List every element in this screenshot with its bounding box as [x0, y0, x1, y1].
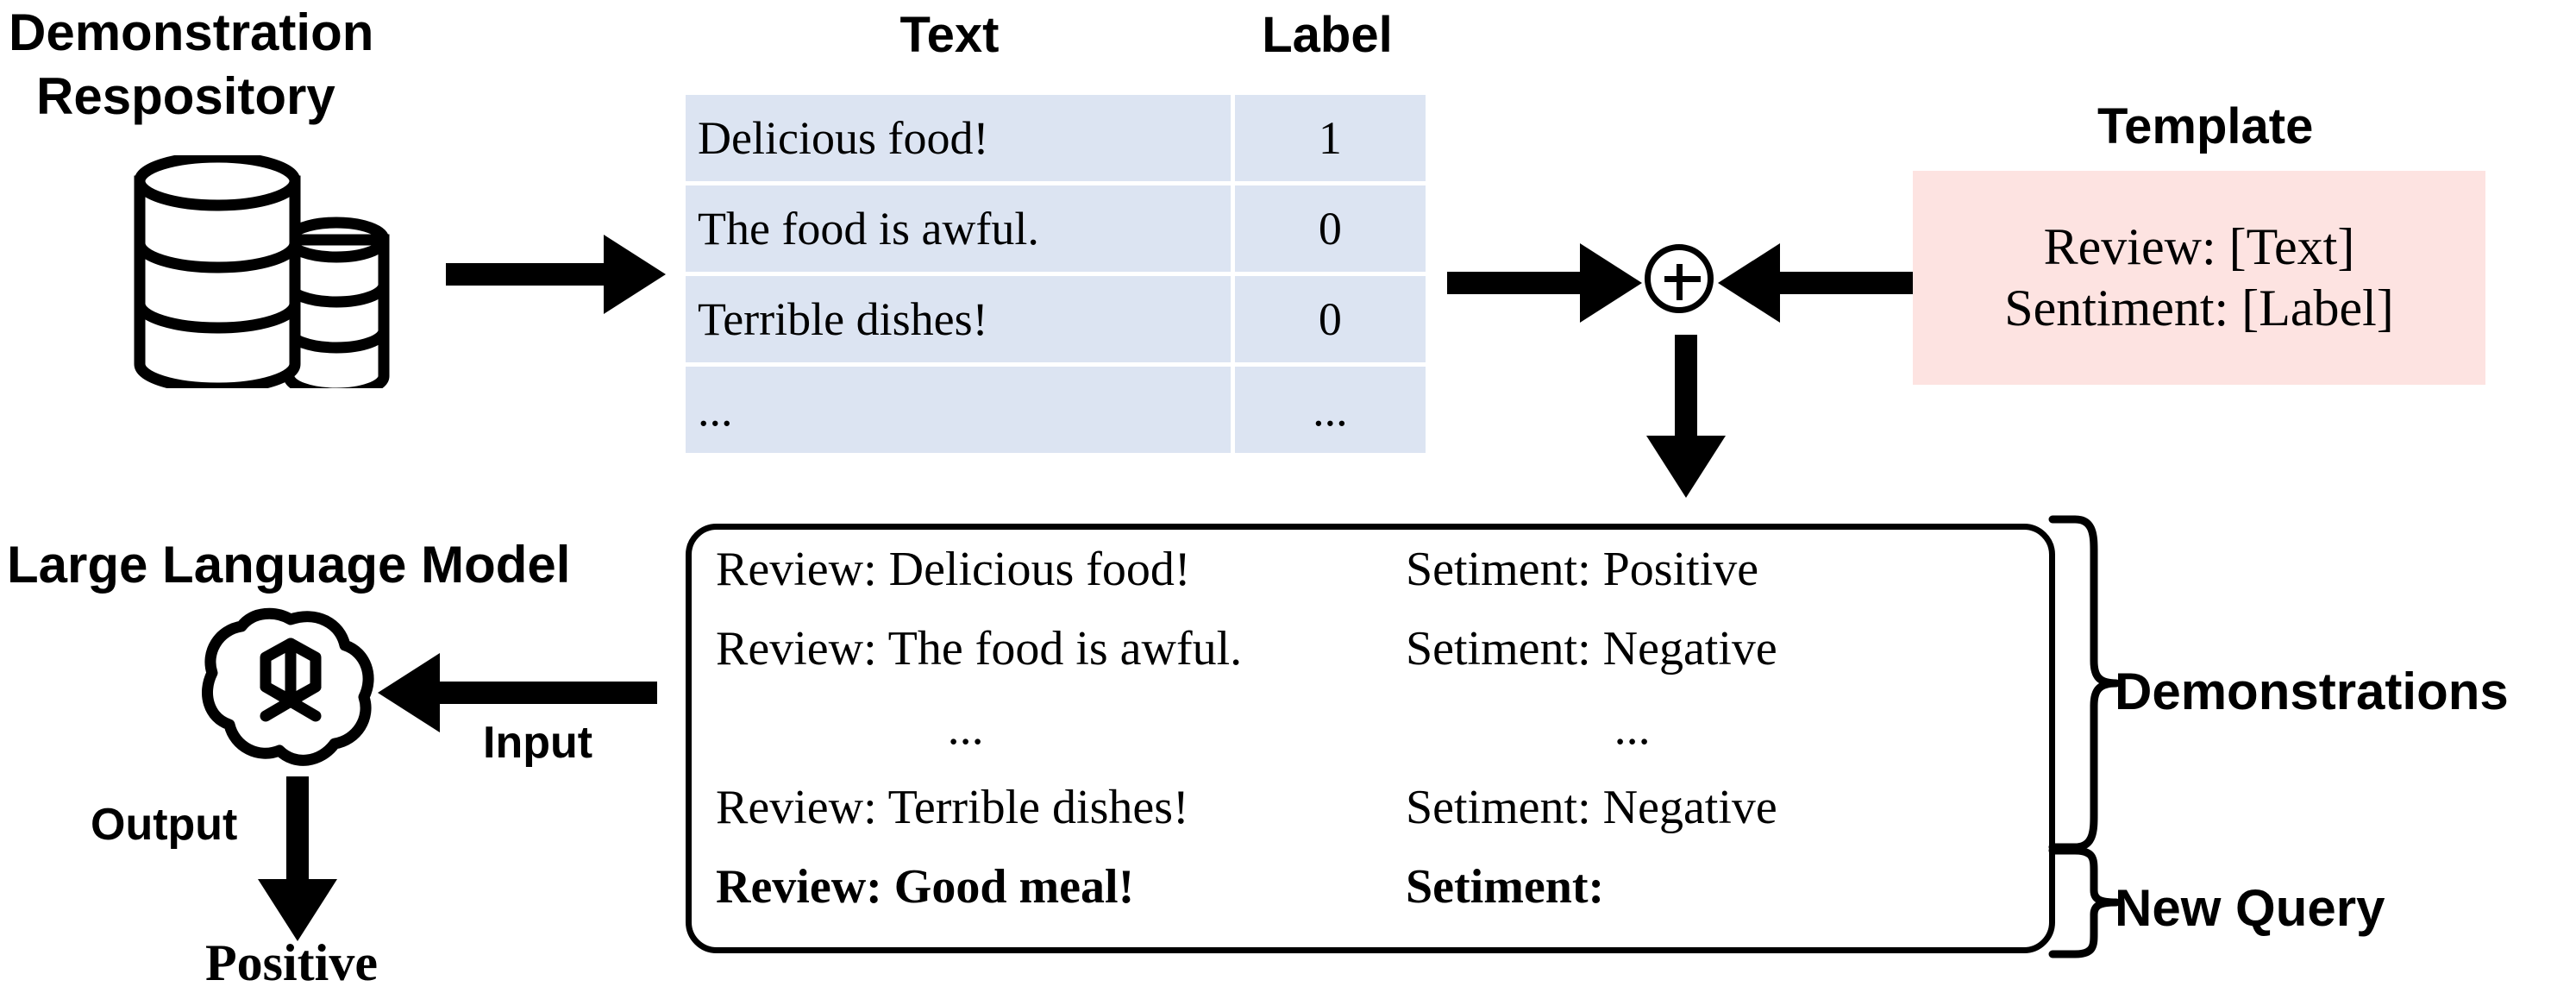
- table-cell-text: Terrible dishes!: [686, 276, 1231, 362]
- arrow-table-to-combine: [1447, 272, 1585, 294]
- template-line-sentiment: Sentiment: [Label]: [2004, 280, 2394, 336]
- prompt-row: Review: Delicious food! Setiment: Positi…: [716, 542, 2049, 621]
- arrow-prompt-to-llm-head: [378, 653, 440, 732]
- prompt-row-new-query: Review: Good meal! Setiment:: [716, 859, 2049, 939]
- table-cell-text: Delicious food!: [686, 95, 1231, 181]
- table-cell-label: 0: [1234, 276, 1426, 362]
- table-row: Terrible dishes! 0: [686, 276, 1426, 362]
- arrow-template-to-combine: [1775, 272, 1913, 294]
- label-demonstrations: Demonstrations: [2115, 663, 2509, 720]
- demonstration-table: Delicious food! 1 The food is awful. 0 T…: [681, 91, 1430, 481]
- repository-title-line2: Respository: [36, 67, 335, 125]
- arrow-combine-to-prompt-head: [1646, 436, 1726, 498]
- table-cell-label: 0: [1234, 185, 1426, 272]
- table-cell-label: ...: [1234, 367, 1426, 453]
- prompt-review: Review: Delicious food!: [716, 543, 1191, 596]
- prompt-sentiment: Setiment: Positive: [1406, 543, 1759, 596]
- table-row: The food is awful. 0: [686, 185, 1426, 272]
- output-value-positive: Positive: [205, 934, 378, 991]
- demonstrations-brace: [2046, 514, 2123, 852]
- table-row: ... ...: [686, 367, 1426, 453]
- table-cell-label: 1: [1234, 95, 1426, 181]
- prompt-row: Review: The food is awful. Setiment: Neg…: [716, 621, 2049, 701]
- prompt-review-ellipsis: ...: [947, 701, 984, 755]
- prompt-sentiment-ellipsis: ...: [1614, 701, 1651, 755]
- arrow-template-to-combine-head: [1718, 243, 1780, 323]
- openai-knot-logo-icon: [191, 604, 390, 776]
- arrow-combine-to-prompt: [1675, 335, 1697, 442]
- arrow-llm-to-output-head: [258, 879, 337, 941]
- label-input: Input: [483, 718, 593, 768]
- new-query-brace: [2046, 845, 2123, 959]
- arrow-prompt-to-llm: [435, 682, 657, 704]
- repository-title-line1: Demonstration: [9, 3, 374, 61]
- template-line-review: Review: [Text]: [2043, 218, 2355, 276]
- table-header-label: Label: [1262, 7, 1393, 63]
- prompt-review: Review: The food is awful.: [716, 622, 1243, 675]
- prompt-box: Review: Delicious food! Setiment: Positi…: [686, 524, 2055, 953]
- prompt-row: Review: Terrible dishes! Setiment: Negat…: [716, 780, 2049, 859]
- arrow-repository-to-table: [446, 263, 610, 286]
- arrow-table-to-combine-head: [1580, 243, 1642, 323]
- arrow-repository-to-table-head: [604, 235, 666, 314]
- prompt-row-ellipsis: ... ...: [716, 701, 2049, 780]
- plus-circle-icon: [1645, 244, 1714, 313]
- template-title: Template: [2097, 98, 2314, 154]
- label-output: Output: [91, 800, 238, 850]
- llm-title: Large Language Model: [7, 536, 571, 594]
- prompt-review-query: Review: Good meal!: [716, 860, 1135, 914]
- prompt-sentiment-query: Setiment:: [1406, 860, 1605, 914]
- template-box: Review: [Text] Sentiment: [Label]: [1913, 171, 2485, 385]
- label-new-query: New Query: [2115, 879, 2385, 937]
- database-cylinders-icon: [78, 151, 405, 399]
- prompt-sentiment: Setiment: Negative: [1406, 622, 1777, 675]
- table-cell-text: ...: [686, 367, 1231, 453]
- plus-vertical-stroke: [1677, 264, 1683, 300]
- plus-horizontal-stroke: [1664, 276, 1701, 282]
- arrow-llm-to-output: [286, 776, 309, 885]
- prompt-review: Review: Terrible dishes!: [716, 781, 1189, 834]
- table-header-text: Text: [899, 7, 1000, 63]
- table-cell-text: The food is awful.: [686, 185, 1231, 272]
- table-row: Delicious food! 1: [686, 95, 1426, 181]
- prompt-sentiment: Setiment: Negative: [1406, 781, 1777, 834]
